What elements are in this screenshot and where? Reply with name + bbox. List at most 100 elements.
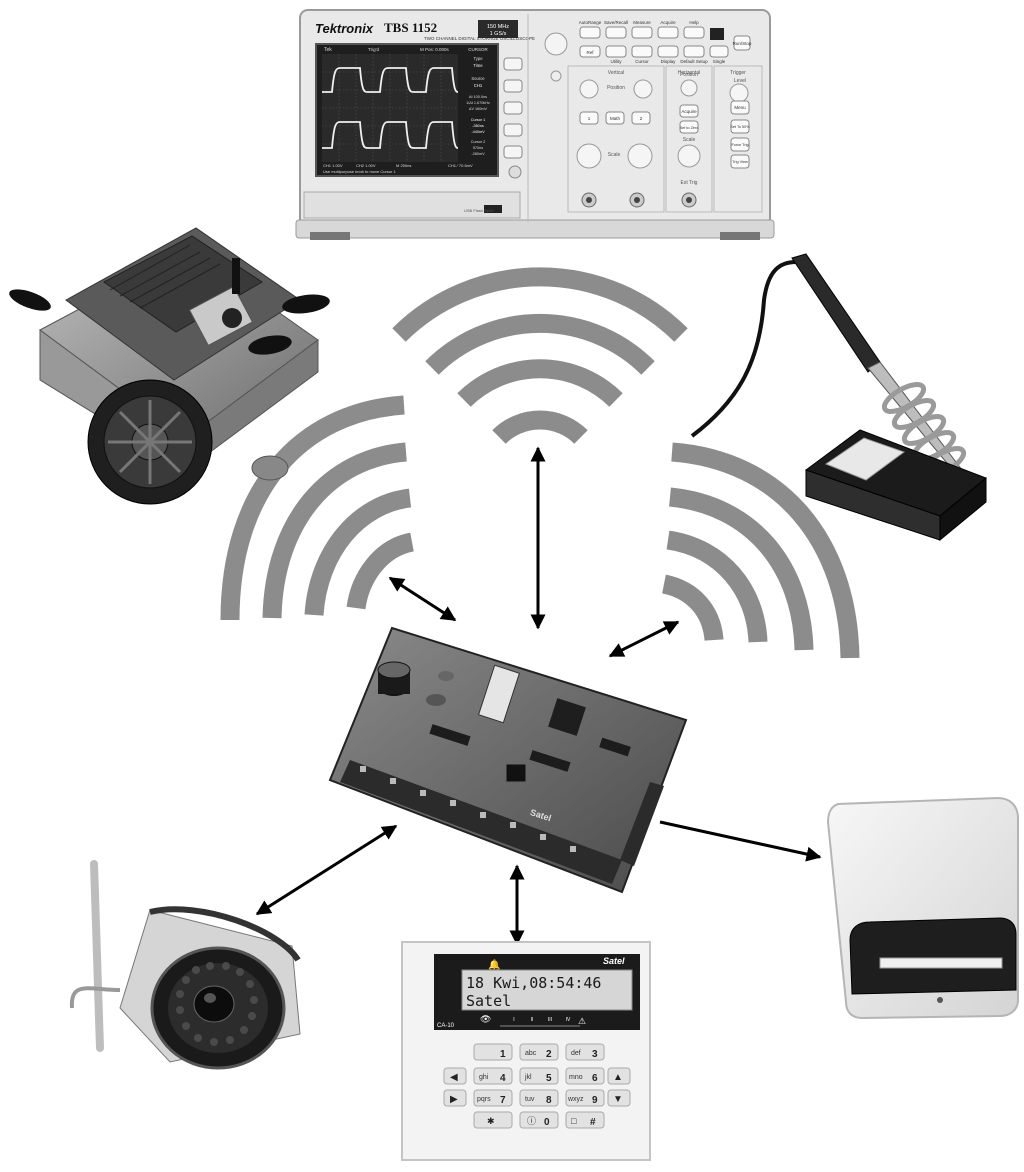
scope-btn-save-recall: Save/Recall xyxy=(604,20,628,25)
svg-text:abc: abc xyxy=(525,1050,537,1057)
keypad-key-8[interactable]: tuv 8 xyxy=(519,1089,559,1107)
scope-btn-single: Single xyxy=(713,59,726,64)
svg-text:mno: mno xyxy=(569,1074,583,1081)
svg-text:6: 6 xyxy=(592,1073,598,1084)
connection-arrows xyxy=(255,446,822,946)
svg-text:✱: ✱ xyxy=(487,1116,495,1126)
screen-type-value: Time xyxy=(473,63,483,68)
scope-btn-trig-view: Trig View xyxy=(732,160,748,164)
zone-indicator-4: IV xyxy=(566,1017,571,1023)
screen-cursor2-label: Cursor 2 xyxy=(471,140,486,144)
screen-cursor2-t: 570ns xyxy=(473,146,483,150)
screen-ch2-scale: CH2 1.00V xyxy=(356,163,376,168)
keypad-right-key[interactable]: ▶ xyxy=(443,1089,467,1107)
screen-source-label: Source xyxy=(471,76,485,81)
alarm-control-panel-image: Satel xyxy=(328,626,688,894)
screen-delta-t: Δt 100.0ns xyxy=(469,95,487,99)
svg-text:4: 4 xyxy=(500,1073,506,1084)
alarm-triangle-icon: ⚠ xyxy=(578,1016,586,1026)
keypad-key-9[interactable]: wxyz 9 xyxy=(565,1089,605,1107)
scope-btn-ch2: 2 xyxy=(640,116,643,121)
keypad-key-3[interactable]: def 3 xyxy=(565,1043,605,1061)
down-arrow-icon: ▼ xyxy=(613,1094,623,1105)
oscilloscope-screen: Tek Trig'd M Pos: 0.000s CURSOR Type Tim… xyxy=(315,43,499,177)
arrow-panel-camera xyxy=(255,824,398,916)
svg-text:9: 9 xyxy=(592,1095,598,1106)
svg-text:tuv: tuv xyxy=(525,1096,535,1103)
svg-text:pqrs: pqrs xyxy=(477,1096,491,1103)
zone-indicator-3: III xyxy=(548,1017,552,1023)
scope-btn-ch1: 1 xyxy=(588,116,591,121)
screen-cursor2-v: -280mV xyxy=(471,152,485,156)
scope-section-vertical: Vertical xyxy=(608,70,624,76)
screen-source-value: CH1 xyxy=(474,83,483,88)
oscilloscope-sample-rate: 1 GS/s xyxy=(490,31,507,37)
keypad-key-4[interactable]: ghi 4 xyxy=(473,1067,513,1085)
keypad-key-7[interactable]: pqrs 7 xyxy=(473,1089,513,1107)
eye-icon: 👁 xyxy=(480,1014,491,1024)
keypad-key-star[interactable]: ✱ xyxy=(473,1111,513,1129)
arrow-panel-wifi-left xyxy=(388,576,457,622)
svg-text:jkl: jkl xyxy=(524,1074,532,1081)
keypad-key-2[interactable]: abc 2 xyxy=(519,1043,559,1061)
scope-btn-default-setup: Default Setup xyxy=(680,59,708,64)
keypad-left-key[interactable]: ◀ xyxy=(443,1067,467,1085)
screen-timebase: M 250ns xyxy=(396,163,411,168)
screen-type-label: Type xyxy=(473,56,483,61)
zone-indicator-2: II xyxy=(531,1017,534,1023)
screen-cursor1-t: -360ns xyxy=(472,124,484,128)
scope-btn-acquire: Acquire xyxy=(660,20,676,25)
ip-camera-image xyxy=(69,860,301,1070)
oscilloscope-model: TBS 1152 xyxy=(384,20,437,35)
oscilloscope-brand: Tektronix xyxy=(315,21,374,36)
scope-btn-display: Display xyxy=(661,59,677,64)
soldering-iron-image xyxy=(690,253,987,542)
screen-ch1-scale: CH1 1.00V xyxy=(323,163,343,168)
wifi-left-waves-icon xyxy=(220,395,415,621)
scope-btn-help: Help xyxy=(689,20,699,25)
screen-delta-v: ΔV 160mV xyxy=(469,107,488,111)
keypad-keys: 1 abc 2 def 3 ghi 4 jkl 5 xyxy=(473,1043,605,1129)
scope-knob-label-level: Level xyxy=(734,78,746,84)
keypad-up-key[interactable]: ▲ xyxy=(607,1067,631,1085)
keypad-key-6[interactable]: mno 6 xyxy=(565,1067,605,1085)
svg-text:1: 1 xyxy=(500,1049,506,1060)
scope-btn-cursor: Cursor xyxy=(635,59,649,64)
up-arrow-icon: ▲ xyxy=(613,1072,623,1083)
bell-icon: 🔔 xyxy=(488,959,500,971)
svg-text:#: # xyxy=(590,1117,596,1128)
keypad-lcd-line2: Satel xyxy=(466,992,511,1010)
svg-text:def: def xyxy=(571,1050,581,1057)
oscilloscope-subtitle: TWO CHANNEL DIGITAL STORAGE OSCILLOSCOPE xyxy=(424,36,535,41)
usb-label: USB Flash Drive xyxy=(464,208,494,213)
robot-image xyxy=(9,227,330,505)
svg-text:□: □ xyxy=(571,1116,577,1126)
scope-knob-label-scale-h: Scale xyxy=(683,137,696,143)
oscilloscope-bandwidth: 150 MHz xyxy=(487,24,509,30)
scope-btn-ref: Ref xyxy=(586,50,594,55)
scope-section-horizontal: Horizontal xyxy=(678,70,701,76)
keypad-key-5[interactable]: jkl 5 xyxy=(519,1067,559,1085)
outdoor-siren-image xyxy=(826,796,1019,1020)
scope-btn-run-stop: Run/Stop xyxy=(733,41,752,46)
oscilloscope-trace-ch2 xyxy=(322,121,459,149)
right-arrow-icon: ▶ xyxy=(450,1094,458,1105)
screen-inv-delta-t: 1/Δt 1.670kHz xyxy=(466,101,490,105)
scope-knob-label-position-h: Position xyxy=(680,72,698,78)
scope-ext-trig: Ext Trig xyxy=(681,180,698,186)
scope-btn-trig-menu: Menu xyxy=(734,105,746,110)
scope-knob-label-position-v: Position xyxy=(607,85,625,91)
keypad-down-key[interactable]: ▼ xyxy=(607,1089,631,1107)
screen-trigger: CH1 ∕ 70.5mV xyxy=(448,163,473,168)
oscilloscope: Tektronix TBS 1152 TWO CHANNEL DIGITAL S… xyxy=(295,9,775,240)
scope-section-trigger: Trigger xyxy=(730,70,746,76)
keypad-key-0[interactable]: ⓘ 0 xyxy=(519,1111,559,1129)
keypad-key-hash[interactable]: □ # xyxy=(565,1111,605,1129)
oscilloscope-trace-ch1 xyxy=(322,67,459,93)
screen-cursor1-v: -440mV xyxy=(471,130,485,134)
scope-btn-h-acquire: Acquire xyxy=(681,109,697,114)
svg-text:3: 3 xyxy=(592,1049,598,1060)
keypad-key-1[interactable]: 1 xyxy=(473,1043,513,1061)
wifi-top-waves-icon xyxy=(392,267,688,445)
